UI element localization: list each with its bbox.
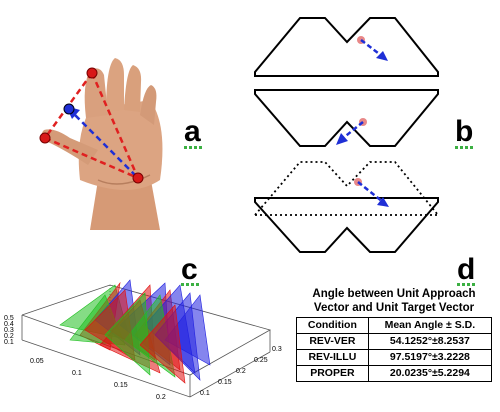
angle-table: Condition Mean Angle ± S.D. REV-VER 54.1… [296, 317, 493, 382]
x-tick-label: 0.05 [30, 358, 44, 365]
approach-arrow [357, 181, 384, 203]
panel-b-shapes-figure [250, 10, 445, 255]
approach-arrow [341, 121, 364, 140]
triangle-edge [44, 136, 139, 180]
panel-label-b: b [455, 115, 474, 148]
marker-wrist [132, 172, 144, 184]
shape-dotted [254, 161, 439, 216]
x-tick-label: 0.1 [72, 370, 82, 377]
shape-bottom [254, 197, 439, 253]
row-mean-angle: 97.5197°±3.2228 [367, 349, 493, 366]
triangle-mark [139, 304, 186, 384]
table-title: Angle between Unit Approach Vector and U… [296, 287, 492, 315]
z-tick-label: 0.2 [4, 333, 14, 340]
marker-thumb-tip [39, 132, 51, 144]
row-mean-angle: 20.0235°±5.2294 [367, 365, 493, 382]
panel-d-angle-table: Angle between Unit Approach Vector and U… [296, 287, 493, 382]
panel-label-d: d [457, 253, 476, 286]
y-tick-label: 0.1 [200, 390, 210, 397]
spellcheck-squiggle [457, 283, 475, 286]
approach-arrowhead [336, 133, 348, 145]
spellcheck-squiggle [181, 283, 199, 286]
approach-vector [71, 111, 137, 177]
table-title-line-2: Vector and Unit Target Vector [313, 302, 475, 314]
y-tick-label: 0.2 [236, 368, 246, 375]
shapes-illustration [254, 17, 439, 253]
approach-arrowhead [377, 197, 389, 207]
x-tick-label: 0.15 [114, 382, 128, 389]
panel-label-a: a [184, 115, 201, 148]
z-tick-label: 0.3 [4, 327, 14, 334]
x-tick-label: 0.2 [156, 394, 166, 401]
y-tick-label: 0.15 [218, 379, 232, 386]
marker-index-tip [86, 67, 98, 79]
marker-approach [63, 103, 75, 115]
table-header-row: Condition Mean Angle ± S.D. [296, 317, 493, 334]
table-row: REV-VER 54.1252°±8.2537 [296, 333, 493, 350]
triangle-mark [164, 294, 211, 366]
spellcheck-squiggle [455, 146, 473, 149]
triangle-edge [90, 72, 140, 179]
row-condition: PROPER [296, 365, 369, 382]
spellcheck-squiggle [184, 146, 202, 149]
approach-arrow [360, 39, 383, 57]
table-title-line-1: Angle between Unit Approach [312, 288, 476, 300]
triangles-3d-plot: 0.50.40.30.20.10.050.10.150.20.10.150.20… [4, 279, 282, 401]
row-mean-angle: 54.1252°±8.2537 [367, 333, 493, 350]
table-row: PROPER 20.0235°±5.2294 [296, 365, 493, 382]
y-tick-label: 0.3 [272, 346, 282, 353]
shape-middle [254, 89, 439, 147]
triangle-mark [104, 292, 151, 376]
approach-arrowhead [376, 51, 388, 61]
z-tick-label: 0.1 [4, 339, 14, 346]
row-condition: REV-VER [296, 333, 369, 350]
z-tick-label: 0.5 [4, 315, 14, 322]
z-tick-label: 0.4 [4, 321, 14, 328]
panel-label-c: c [181, 253, 198, 286]
header-condition: Condition [296, 317, 369, 334]
hand-illustration [39, 58, 163, 230]
header-mean-angle: Mean Angle ± S.D. [367, 317, 493, 334]
panel-a-hand-figure [20, 30, 180, 230]
table-row: REV-ILLU 97.5197°±3.2228 [296, 349, 493, 366]
shape-top [254, 17, 439, 77]
y-tick-label: 0.25 [254, 357, 268, 364]
row-condition: REV-ILLU [296, 349, 369, 366]
